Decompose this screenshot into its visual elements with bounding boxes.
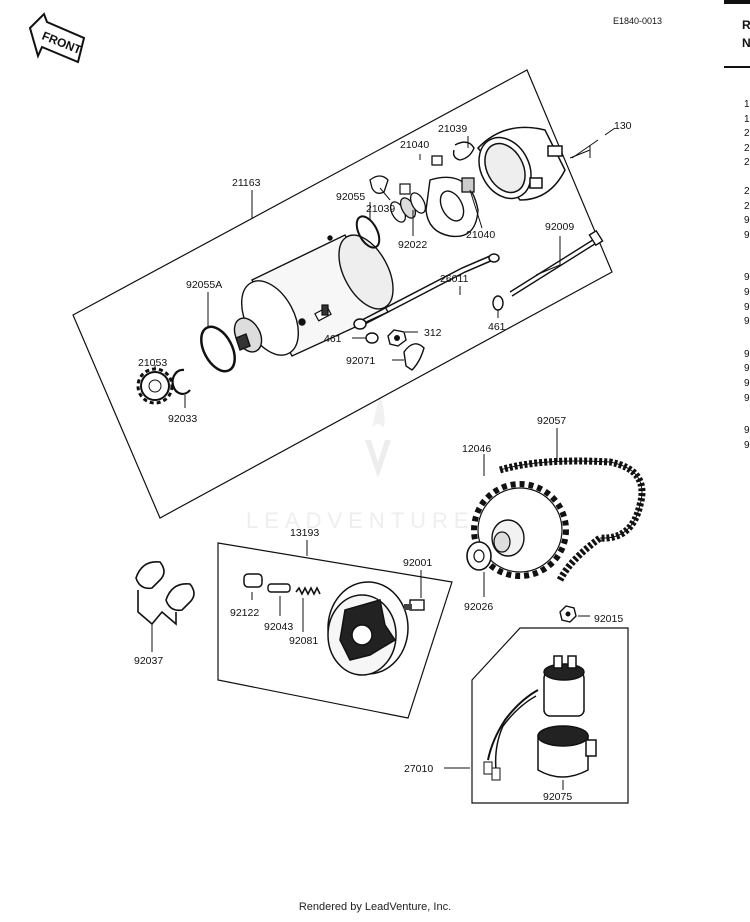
row-char: 9: [744, 272, 750, 284]
row-char: 9: [744, 215, 750, 227]
washer-461-right: [492, 295, 504, 311]
leader-lines-clutch: [251, 540, 422, 632]
label-21053: 21053: [138, 357, 167, 369]
lead-26011: [353, 253, 500, 330]
label-92055: 92055: [336, 191, 365, 203]
label-92037: 92037: [134, 655, 163, 667]
label-92057: 92057: [537, 415, 566, 427]
terminal-bolt: [314, 304, 332, 322]
o-ring-92055: [355, 215, 381, 249]
brush-spring-21039-lower: [369, 175, 389, 194]
label-92075: 92075: [543, 791, 572, 803]
starter-motor-frame: [72, 69, 613, 519]
label-21039-lower: 21039: [366, 203, 395, 215]
label-21040-top: 21040: [400, 139, 429, 151]
leader-lines-starter: [154, 127, 616, 408]
spring-92081: [295, 586, 321, 596]
brush-21040-lower: [399, 183, 411, 195]
label-21040-lower: 21040: [466, 229, 495, 241]
parts-table-header-cropped: R N: [724, 0, 750, 70]
label-27010: 27010: [404, 763, 433, 775]
starter-clutch-housing: [327, 581, 409, 676]
row-char: 9: [744, 425, 750, 437]
starter-motor-body: [233, 234, 394, 357]
row-char: 2: [744, 157, 750, 169]
label-92009: 92009: [545, 221, 574, 233]
parts-table-column-cropped: 1 1 2 2 2 2 2 9 9 9 9 9 9 9 9 9 9 9 9: [744, 98, 750, 453]
row-char: 9: [744, 229, 750, 241]
table-header-rule: [724, 66, 750, 68]
nut-92015: [559, 605, 577, 623]
label-461-right: 461: [488, 321, 506, 333]
label-92071: 92071: [346, 355, 375, 367]
cap-92071: [403, 343, 425, 371]
label-92001: 92001: [403, 557, 432, 569]
watermark-text: LEADVENTURE: [246, 508, 475, 533]
label-21163: 21163: [232, 177, 261, 189]
starter-relay-frame: [471, 627, 629, 804]
label-92026: 92026: [464, 601, 493, 613]
row-char: 9: [744, 439, 750, 451]
row-char: 2: [744, 128, 750, 140]
label-92043: 92043: [264, 621, 293, 633]
label-92022: 92022: [398, 239, 427, 251]
brush-21040-top: [431, 155, 443, 166]
nut-312: [387, 329, 407, 347]
label-13193: 13193: [290, 527, 319, 539]
footer-credit: Rendered by LeadVenture, Inc.: [298, 901, 452, 913]
pinion-gear-21053: [136, 367, 174, 405]
row-char: 9: [744, 377, 750, 389]
row-char: 9: [744, 348, 750, 360]
label-461-left: 461: [324, 333, 342, 345]
row-char: 2: [744, 142, 750, 154]
label-92081: 92081: [289, 635, 318, 647]
row-char: 9: [744, 286, 750, 298]
row-char: 9: [744, 316, 750, 328]
o-ring-92055A: [200, 325, 236, 373]
label-92055A: 92055A: [186, 279, 222, 291]
row-char: 1: [744, 99, 750, 110]
watermark-logo: LEADVENTURE: [246, 395, 475, 533]
washers-92022: [389, 192, 427, 223]
washer-92026: [466, 541, 492, 571]
label-21039-top: 21039: [438, 123, 467, 135]
bolt-92001: [404, 599, 425, 611]
row-char: 9: [744, 392, 750, 404]
relay-cover-92075: [537, 725, 597, 778]
part-labels: 130 21163 21039 21040 92055 21039 21040 …: [134, 120, 632, 803]
row-char: 9: [744, 301, 750, 313]
row-char: 9: [744, 363, 750, 375]
label-92033: 92033: [168, 413, 197, 425]
label-92015: 92015: [594, 613, 623, 625]
starter-clutch-frame: [217, 542, 453, 719]
washer-461-left: [365, 332, 379, 344]
bracket-92037: [135, 561, 195, 626]
label-12046: 12046: [462, 443, 491, 455]
label-26011: 26011: [440, 273, 469, 285]
roller-92122: [243, 573, 263, 588]
row-char: 2: [744, 185, 750, 197]
brush-21040-bottom: [461, 177, 475, 193]
label-130: 130: [614, 120, 632, 132]
label-312: 312: [424, 327, 442, 339]
circlip-92033: [171, 368, 191, 395]
starter-relay-body: [543, 655, 585, 717]
front-arrow-icon: FRONT: [28, 12, 86, 64]
sprocket-12046: [471, 481, 569, 579]
label-92122: 92122: [230, 607, 259, 619]
pin-92043: [267, 583, 291, 593]
reference-code: E1840-0013: [613, 16, 662, 26]
end-cover: [477, 126, 566, 201]
leader-lines-chain: [483, 428, 558, 597]
leader-lines-relay: [444, 767, 564, 790]
row-char: 2: [744, 200, 750, 212]
relay-wires: [487, 689, 539, 761]
table-top-rule: [724, 0, 750, 4]
through-bolt-92009: [509, 229, 604, 297]
header-char-1: R: [742, 18, 750, 32]
row-char: 1: [744, 113, 750, 125]
header-char-2: N: [742, 36, 750, 50]
brush-spring-21039-top: [452, 141, 475, 161]
